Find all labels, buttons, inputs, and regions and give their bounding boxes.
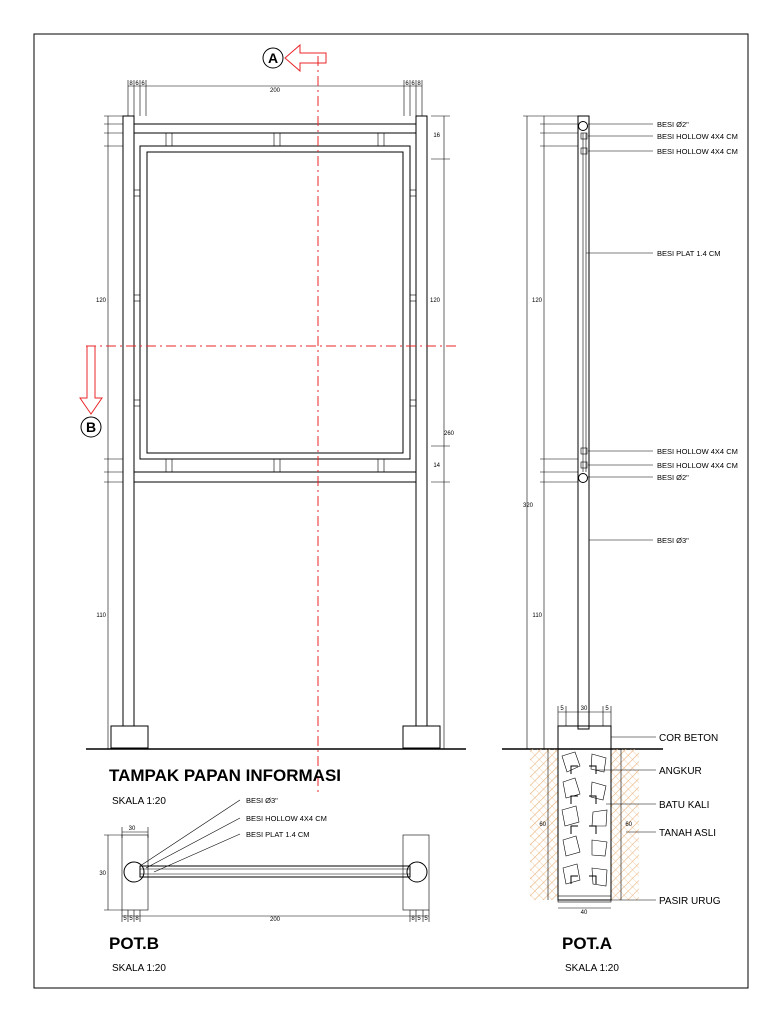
pot-a-dim-found-width: 40 [581, 910, 588, 916]
dim-top-small-3: 6 [141, 81, 145, 87]
right-post [415, 115, 428, 727]
pot-a-label-2: BESI HOLLOW 4X4 CM [657, 132, 738, 141]
pot-a-label-8: BESI Ø3" [657, 536, 689, 545]
pot-b-dim-depth: 30 [99, 871, 106, 877]
pasir-urug [557, 895, 612, 903]
pot-a-found-label-5: PASIR URUG [659, 896, 721, 907]
sheet-border [33, 33, 749, 989]
pot-a-dim-total: 320 [523, 503, 534, 509]
pot-b-label-1: BESI Ø3" [246, 796, 278, 805]
board-inner-frame [146, 151, 404, 454]
pot-b-dim-small-r1: 8 [411, 916, 415, 922]
pot-a-dim-leg: 110 [532, 613, 542, 619]
section-a-letter: A [268, 50, 278, 66]
dim-top-small-r1: 6 [405, 81, 409, 87]
section-marker-a: A [262, 43, 327, 73]
pot-b-dim-small-l3: 8 [135, 916, 139, 922]
pot-b-dim-small-r3: 5 [424, 916, 428, 922]
pot-a-label-4: BESI PLAT 1.4 CM [657, 249, 721, 258]
pot-a-post [577, 115, 590, 730]
pot-a-found-label-1: COR BETON [659, 733, 718, 744]
pot-b-scale: SKALA 1:20 [112, 963, 166, 974]
pot-b-label-2: BESI HOLLOW 4X4 CM [246, 814, 327, 823]
foundation-pit [557, 748, 612, 901]
dim-board-height-right: 120 [430, 298, 441, 304]
pot-b-dim-width: 200 [270, 917, 281, 923]
pot-a-label-1: BESI Ø2" [657, 120, 689, 129]
pot-a-dim-top-1: 5 [560, 706, 564, 712]
pot-a-dim-top-3: 5 [605, 706, 609, 712]
pot-a-dim-found-left: 60 [539, 822, 546, 828]
pot-b-dim-small-l2: 5 [129, 916, 133, 922]
pot-a-dim-found-right: 60 [625, 822, 632, 828]
board-outer-frame [139, 145, 411, 460]
pot-a-found-label-4: TANAH ASLI [659, 828, 716, 839]
pot-b-dim-post: 30 [129, 826, 136, 832]
pot-b-view: BESI Ø3" BESI HOLLOW 4X4 CM BESI PLAT 1.… [99, 796, 430, 974]
dim-total-right: 260 [444, 431, 455, 437]
pot-b-dim-small-r2: 5 [417, 916, 421, 922]
pot-b-label-3: BESI PLAT 1.4 CM [246, 830, 310, 839]
dim-board-height-left: 120 [96, 298, 107, 304]
section-marker-b: B [79, 345, 103, 438]
left-post [122, 115, 135, 727]
pot-a-title: POT.A [562, 934, 612, 953]
pot-a-label-3: BESI HOLLOW 4X4 CM [657, 147, 738, 156]
dim-top-rail-right: 16 [433, 133, 440, 139]
pot-a-found-label-2: ANGKUR [659, 766, 702, 777]
dim-top-small-1: 8 [129, 81, 133, 87]
right-footing [402, 725, 441, 749]
pot-a-dim-top-2: 30 [581, 706, 588, 712]
pot-a-label-6: BESI HOLLOW 4X4 CM [657, 461, 738, 470]
dim-top-small-2: 6 [135, 81, 139, 87]
elevation-view: 200 8 6 6 6 6 8 120 110 16 120 260 14 [79, 43, 466, 807]
left-footing [110, 725, 149, 749]
dim-bottom-rail-right: 14 [433, 463, 440, 469]
pot-a-label-5: BESI HOLLOW 4X4 CM [657, 447, 738, 456]
pot-a-view: BESI Ø2" BESI HOLLOW 4X4 CM BESI HOLLOW … [502, 115, 738, 974]
dim-top-width: 200 [270, 88, 281, 94]
dim-leg-height: 110 [96, 613, 106, 619]
pot-b-dim-small-l1: 5 [123, 916, 127, 922]
dim-top-small-r2: 6 [411, 81, 415, 87]
pot-a-found-label-3: BATU KALI [659, 800, 709, 811]
pot-a-scale: SKALA 1:20 [565, 963, 619, 974]
section-b-letter: B [86, 419, 96, 435]
elevation-scale: SKALA 1:20 [112, 796, 166, 807]
pot-b-title: POT.B [109, 934, 159, 953]
pot-a-label-7: BESI Ø2" [657, 473, 689, 482]
dim-top-small-r3: 8 [417, 81, 421, 87]
pot-a-dim-board: 120 [532, 298, 543, 304]
elevation-title: TAMPAK PAPAN INFORMASI [109, 766, 341, 785]
